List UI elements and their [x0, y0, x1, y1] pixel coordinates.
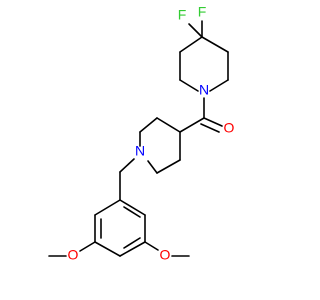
bond-aryl-o-right — [144, 241, 159, 251]
bond-benzene-inner-2 — [123, 237, 141, 249]
fluorine-top-label: F — [198, 4, 207, 20]
bond-ring-a-3 — [209, 79, 229, 92]
bond-benzene-4 — [94, 241, 121, 257]
bond-benzene-1 — [119, 199, 146, 216]
piperidine-ring — [139, 117, 181, 174]
bond-benzene-3 — [119, 241, 146, 257]
bond-carbonyl-to-ring — [179, 117, 205, 133]
bond-aryl-o-left — [79, 241, 96, 252]
difluoropiperidine-ring — [179, 20, 229, 92]
bond-ring-b-5 — [139, 117, 158, 133]
bond-cf-left — [188, 23, 203, 38]
benzylic-linker — [119, 158, 135, 201]
carbonyl-oxygen-label: O — [224, 120, 235, 136]
benzene-ring — [94, 199, 146, 257]
bond-ring-b-2 — [156, 159, 181, 174]
methoxy-groups — [48, 241, 190, 257]
fluorine-left-label: F — [178, 7, 187, 23]
bond-ring-b-3 — [147, 160, 158, 174]
bond-ring-b-6 — [156, 117, 181, 133]
bond-benzene-6 — [94, 199, 121, 216]
structure-canvas: F F N O N O O — [48, 4, 235, 263]
difluoropiperidine-nitrogen-label: N — [199, 82, 209, 98]
methoxy-right-oxygen-label: O — [160, 247, 171, 263]
bond-carbonyl-double-2 — [200, 123, 220, 133]
bond-carbonyl-double-1 — [203, 117, 223, 127]
bond-n-ch2 — [119, 158, 135, 173]
bond-ring-a-4 — [179, 79, 199, 92]
methoxy-left-oxygen-label: O — [68, 247, 79, 263]
bond-benzene-inner-1 — [123, 206, 141, 218]
bond-ring-a-6 — [179, 36, 203, 53]
molecule-structure: F F N O N O O — [48, 4, 235, 263]
atom-labels: F F N O N O O — [68, 4, 235, 263]
bond-ring-a-1 — [201, 36, 229, 53]
piperidine-nitrogen-label: N — [135, 143, 145, 159]
amide-linkage — [179, 97, 223, 133]
